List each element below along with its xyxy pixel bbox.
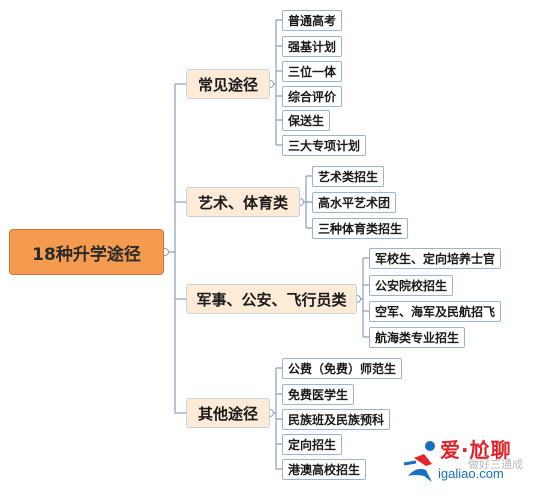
watermark-logo: 做好三通成 爱·尬聊 igaliao.com [402,432,547,492]
category-node-2[interactable]: 军事、公安、飞行员类 [186,284,357,314]
root-node[interactable]: 18种升学途径 [9,229,164,275]
watermark-url: igaliao.com [438,466,504,481]
leaf-node[interactable]: 免费医学生 [282,384,355,405]
runner-icon [403,441,435,482]
leaf-node[interactable]: 普通高考 [282,10,343,31]
leaf-node[interactable]: 三大专项计划 [282,135,367,156]
cat3-connector [270,367,282,470]
category-node-3[interactable]: 其他途径 [186,398,270,428]
category-node-1[interactable]: 艺术、体育类 [186,187,300,217]
watermark-title: 爱·尬聊 [440,438,512,462]
leaf-node[interactable]: 航海类专业招生 [369,327,466,348]
leaf-node[interactable]: 保送生 [282,110,331,131]
leaf-node[interactable]: 定向招生 [282,434,343,455]
leaf-node[interactable]: 综合评价 [282,86,343,107]
leaf-node[interactable]: 高水平艺术团 [312,192,397,213]
leaf-node[interactable]: 军校生、定向培养士官 [369,248,502,269]
leaf-node[interactable]: 民族班及民族预科 [282,409,391,430]
leaf-node[interactable]: 公安院校招生 [369,275,454,296]
leaf-node[interactable]: 港澳高校招生 [282,459,367,480]
leaf-node[interactable]: 强基计划 [282,36,343,57]
leaf-node[interactable]: 空军、海军及民航招飞 [369,301,502,322]
watermark-faint-text: 做好三通成 [468,458,523,471]
leaf-node[interactable]: 三种体育类招生 [312,218,409,239]
leaf-node[interactable]: 公费（免费）师范生 [282,358,403,379]
leaf-node[interactable]: 艺术类招生 [312,166,385,187]
category-node-0[interactable]: 常见途径 [186,69,270,99]
leaf-node[interactable]: 三位一体 [282,61,343,82]
